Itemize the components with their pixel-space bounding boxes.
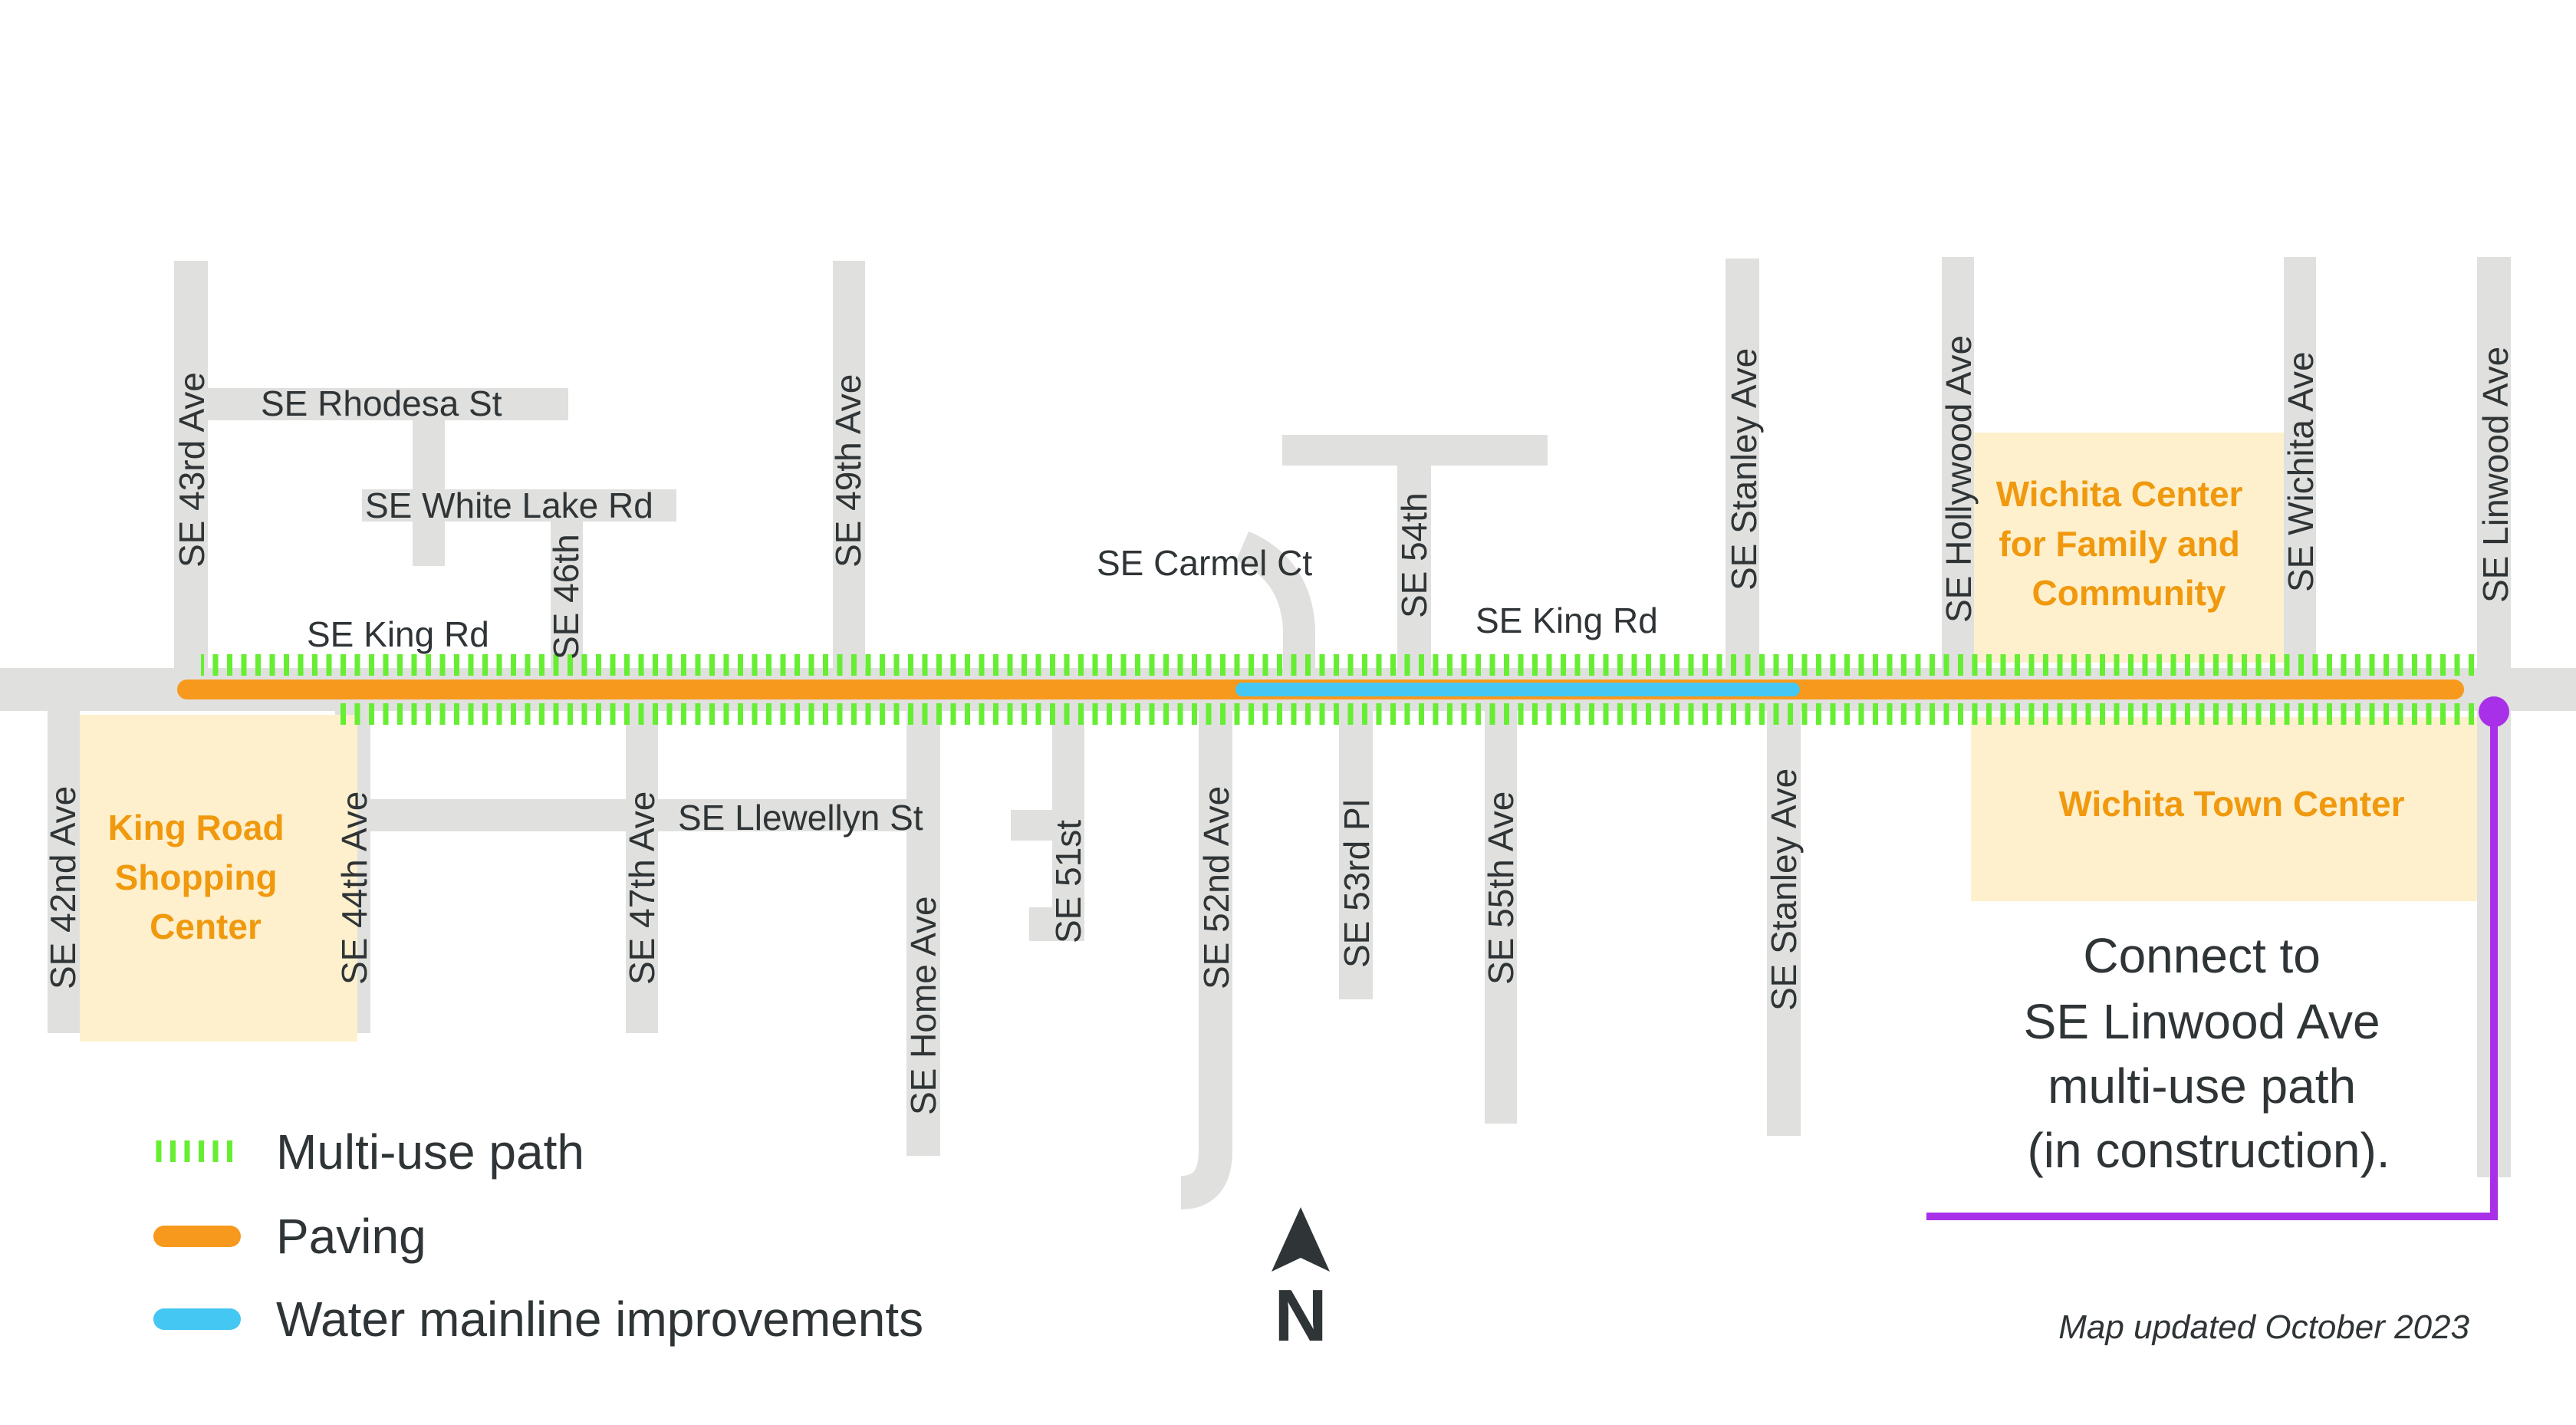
ave-46-road: [551, 522, 583, 669]
place-areas: [80, 433, 2477, 1042]
multi-use-path-north: [201, 654, 2477, 676]
ave-42-road: [48, 711, 80, 1033]
stanley-south-label: SE Stanley Ave: [1764, 768, 1804, 1011]
legend-item-water: Water mainline improvements: [153, 1292, 923, 1347]
legend-label-water: Water mainline improvements: [276, 1292, 923, 1347]
linwood-connector-note: Connect to SE Linwood Ave multi-use path…: [2024, 928, 2394, 1178]
legend-swatch-multi-use: [155, 1140, 239, 1162]
linwood-connector-dot: [2479, 696, 2509, 727]
project-lines: [177, 654, 2509, 1220]
hollywood-label: SE Hollywood Ave: [1939, 335, 1979, 623]
stanley-north-label: SE Stanley Ave: [1724, 348, 1764, 591]
home-road: [906, 711, 940, 1156]
stanley-north-road: [1726, 258, 1759, 669]
ave-54-label: SE 54th: [1394, 492, 1434, 618]
ave-52-label: SE 52nd Ave: [1196, 786, 1236, 989]
ave-49-road: [833, 261, 865, 669]
home-label: SE Home Ave: [903, 896, 943, 1115]
rhodesa-label: SE Rhodesa St: [261, 383, 502, 423]
pl-53-label: SE 53rd Pl: [1337, 799, 1377, 968]
white-lake-road: [362, 489, 676, 522]
ave-49-label: SE 49th Ave: [828, 374, 868, 568]
legend-label-multi-use: Multi-use path: [276, 1124, 584, 1180]
wichita-town-label: Wichita Town Center: [2058, 784, 2404, 824]
white-lake-label: SE White Lake Rd: [365, 485, 653, 525]
north-arrow-icon: [1272, 1207, 1330, 1272]
wichita-label: SE Wichita Ave: [2281, 351, 2321, 592]
llewellyn-label: SE Llewellyn St: [678, 798, 923, 838]
king-rd-west-label: SE King Rd: [307, 614, 489, 654]
pl-53-road: [1339, 711, 1373, 999]
ave-44-label: SE 44th Ave: [334, 791, 374, 985]
linwood-label: SE Linwood Ave: [2476, 347, 2515, 603]
ave-55-road: [1485, 711, 1517, 1124]
st-51-label: SE 51st: [1048, 820, 1088, 943]
carmel-ct-road: [1235, 531, 1315, 671]
king-road-shopping-area: [80, 715, 357, 1042]
multi-use-path-south: [340, 703, 2477, 725]
st-51-road: [1052, 711, 1084, 941]
wichita-center-area: [1974, 433, 2284, 663]
north-label: N: [1274, 1275, 1327, 1357]
place-labels: King Road Shopping Center Wichita Center…: [108, 474, 2405, 946]
wichita-center-label: Wichita Center for Family and Community: [1996, 474, 2252, 613]
king-rd-east-label: SE King Rd: [1476, 601, 1658, 640]
ave-46-label: SE 46th: [546, 534, 586, 660]
map-updated-note: Map updated October 2023: [2058, 1308, 2469, 1346]
ave-52-road: [1179, 711, 1232, 1209]
ave-54-top-road: [1282, 435, 1548, 466]
stanley-south-road: [1767, 711, 1801, 1136]
ave-47-road: [626, 711, 658, 1033]
linwood-connector-line: [1926, 712, 2498, 1220]
ave-47-label: SE 47th Ave: [622, 791, 662, 985]
legend-item-multi-use: Multi-use path: [155, 1124, 584, 1180]
ave-55-label: SE 55th Ave: [1481, 791, 1521, 985]
ave-43-label: SE 43rd Ave: [172, 372, 212, 568]
wichita-road: [2284, 257, 2316, 669]
horizontal-street-labels: SE King Rd SE King Rd SE Rhodesa St SE W…: [261, 383, 1658, 838]
legend-label-paving: Paving: [276, 1209, 426, 1264]
wichita-town-area: [1971, 717, 2477, 901]
ave-43-road: [174, 261, 208, 671]
carmel-label: SE Carmel Ct: [1097, 543, 1312, 583]
ave-54-road: [1397, 435, 1431, 669]
st-51-spur-1: [1011, 810, 1052, 841]
vertical-street-labels: SE 42nd Ave SE 43rd Ave SE 44th Ave SE 4…: [43, 335, 2515, 1115]
linwood-north-road: [2477, 257, 2511, 669]
rhodesa-road: [208, 388, 568, 420]
king-road-shopping-label: King Road Shopping Center: [108, 808, 294, 946]
ave-42-label: SE 42nd Ave: [43, 786, 83, 989]
north-arrow: N: [1272, 1207, 1330, 1357]
map-legend: Multi-use path Paving Water mainline imp…: [153, 1124, 923, 1347]
hollywood-road: [1942, 257, 1974, 669]
legend-item-paving: Paving: [153, 1209, 426, 1264]
st-51-spur-2: [1029, 907, 1052, 941]
